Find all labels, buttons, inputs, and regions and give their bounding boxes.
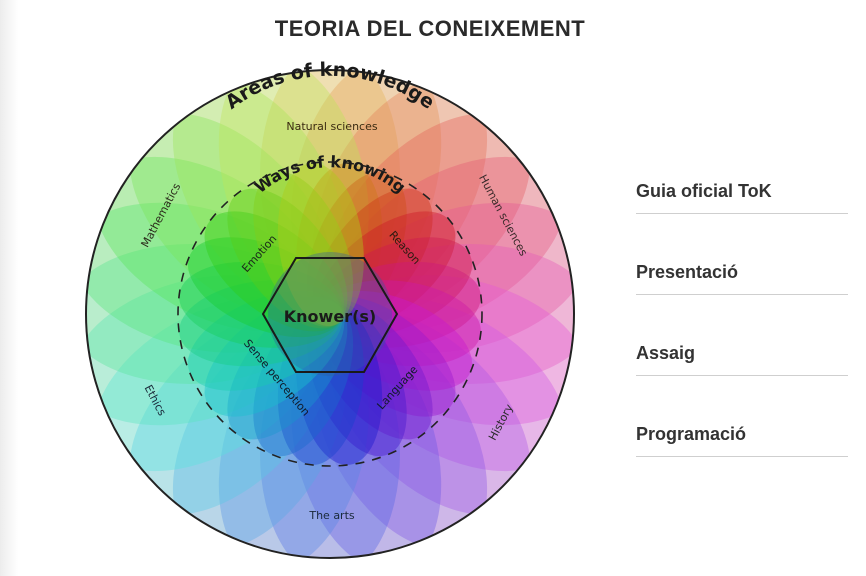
nav-item-guia-oficial[interactable]: Guia oficial ToK — [636, 170, 848, 251]
petal-outer — [337, 156, 566, 332]
petal-inner — [296, 163, 383, 327]
area-label: The arts — [308, 509, 355, 522]
petal-outer — [291, 70, 442, 301]
nav-item-presentacio[interactable]: Presentació — [636, 251, 848, 332]
petal-outer — [86, 244, 315, 384]
petal-inner — [227, 188, 348, 329]
petal-outer — [345, 244, 574, 384]
petal-outer — [312, 78, 488, 307]
petal-inner — [187, 290, 343, 391]
petal-background — [86, 70, 574, 558]
petal-inner — [315, 296, 456, 417]
petal-inner — [227, 299, 348, 440]
tok-diagram: Knower(s) Areas of knowledge Ways of kno… — [85, 59, 575, 559]
petal-outer — [260, 329, 400, 558]
petal-inner — [317, 280, 481, 367]
petal-inner — [277, 301, 364, 465]
side-nav: Guia oficial ToK Presentació Assaig Prog… — [636, 170, 848, 494]
nav-item-label: Guia oficial ToK — [636, 181, 772, 201]
petal-inner — [277, 163, 364, 327]
petal-outer — [260, 70, 400, 299]
ways-dashed-circle — [177, 161, 483, 467]
nav-divider — [636, 456, 848, 457]
petal-outer — [94, 296, 323, 472]
nav-item-label: Assaig — [636, 343, 696, 363]
petal-outer — [337, 296, 566, 472]
petal-outer — [343, 275, 574, 426]
page-title: TEORIA DEL CONEIXEMENT — [274, 16, 586, 41]
petal-inner — [204, 211, 345, 332]
petal-outer — [312, 321, 488, 550]
outer-circle — [85, 69, 575, 559]
nav-item-label: Presentació — [636, 262, 739, 282]
petal-outer — [86, 275, 317, 426]
page-edge-shadow — [0, 0, 18, 576]
petal-outer — [129, 113, 333, 317]
petal-outer — [291, 327, 442, 558]
petal-outer — [343, 202, 574, 353]
knower-label: Knower(s) — [284, 307, 376, 326]
nav-item-label: Programació — [636, 424, 747, 444]
petal-core — [268, 252, 392, 376]
petal-inner — [317, 237, 473, 338]
nav-divider — [636, 213, 848, 214]
petal-inner — [312, 188, 433, 329]
petal-outer — [172, 78, 348, 307]
knower-hexagon — [261, 257, 399, 373]
petal-inner — [317, 261, 481, 348]
petal-inner — [179, 261, 343, 348]
petal-outer — [327, 113, 531, 317]
petal-outer — [129, 311, 333, 515]
petal-inner — [179, 280, 343, 367]
area-label: Natural sciences — [286, 120, 377, 133]
petal-outer — [86, 202, 317, 353]
nav-divider — [636, 375, 848, 376]
petal-inner — [317, 290, 473, 391]
petal-outer — [172, 321, 348, 550]
petal-inner — [312, 299, 433, 440]
petal-outer — [218, 327, 369, 558]
petal-inner — [187, 237, 343, 338]
petal-outer — [94, 156, 323, 332]
petal-inner — [315, 211, 456, 332]
nav-item-assaig[interactable]: Assaig — [636, 332, 848, 413]
petal-inner — [204, 296, 345, 417]
nav-item-programacio[interactable]: Programació — [636, 413, 848, 494]
petal-inner — [296, 301, 383, 465]
nav-divider — [636, 294, 848, 295]
petal-outer — [327, 311, 531, 515]
petal-outer — [218, 70, 369, 301]
